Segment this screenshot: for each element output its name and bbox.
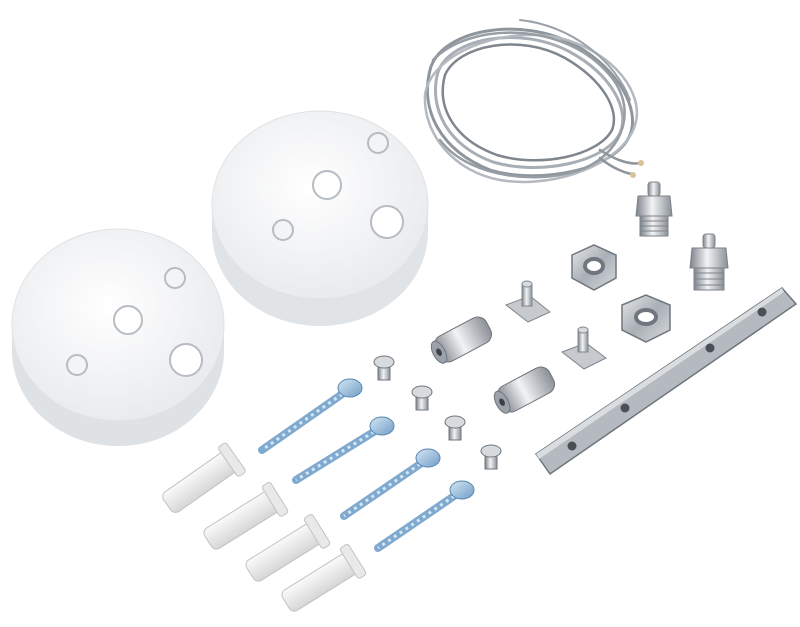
wall-plug-2 <box>203 482 289 550</box>
nickel-sleeve-2 <box>493 366 556 414</box>
t-bolt-1 <box>504 280 551 323</box>
machine-screw-1 <box>373 355 395 381</box>
wood-screw-4 <box>374 480 475 552</box>
t-bolt-2 <box>560 326 607 370</box>
steel-suspension-cable-coil <box>423 19 644 184</box>
nickel-sleeve-1 <box>430 316 493 364</box>
wood-screw-3 <box>340 448 441 520</box>
wood-screw-2 <box>292 416 395 484</box>
machine-screw-4 <box>480 444 502 470</box>
cable-gripper-2 <box>689 233 729 291</box>
hex-nut-1 <box>571 244 617 291</box>
wood-screw-1 <box>258 378 363 454</box>
mounting-strip <box>534 287 798 476</box>
ceiling-canopy-left <box>11 228 225 446</box>
wall-plug-3 <box>245 514 331 582</box>
wall-plug-1 <box>162 442 246 513</box>
ceiling-canopy-right <box>211 110 429 326</box>
machine-screw-2 <box>411 385 433 411</box>
cable-gripper-1 <box>635 181 673 237</box>
machine-screw-3 <box>444 415 466 441</box>
hex-nut-2 <box>621 294 671 343</box>
wall-plug-4 <box>281 544 367 612</box>
